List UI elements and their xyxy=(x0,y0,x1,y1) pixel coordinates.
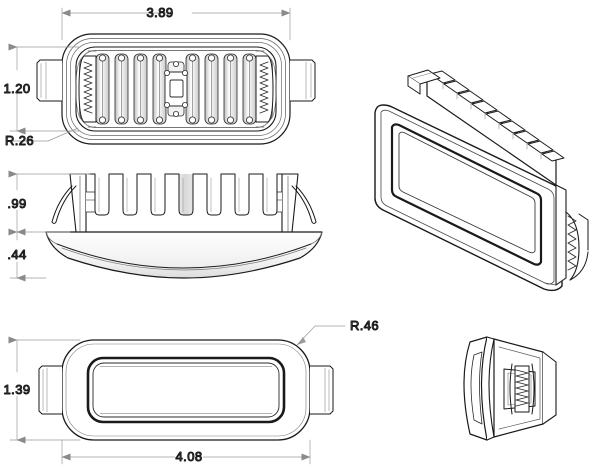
iso-main-top-tab xyxy=(407,69,441,95)
side-view-dimensions xyxy=(8,170,91,282)
dim-label-front-width: 4.08 xyxy=(176,449,203,464)
top-view-grille xyxy=(95,53,257,125)
front-view-right-tab xyxy=(309,365,334,415)
dim-label-side-fin-height: .99 xyxy=(7,196,26,211)
iso-end-spring-clip xyxy=(509,363,535,415)
top-view-left-spring xyxy=(75,50,97,128)
top-view-outer-offset-1 xyxy=(66,38,286,140)
dim-label-top-radius: R.26 xyxy=(5,133,34,148)
top-view-outer-offset-2 xyxy=(70,42,282,136)
top-view-left-tab xyxy=(36,59,63,102)
front-view-left-tab xyxy=(38,365,63,415)
leader-arrow-r46 xyxy=(297,337,306,345)
side-section-view xyxy=(45,173,323,279)
side-view-lens xyxy=(45,231,323,279)
iso-main-lens-inner xyxy=(398,131,536,254)
iso-main-fins xyxy=(429,70,565,162)
top-view-center-boss xyxy=(163,61,188,118)
top-view-right-tab xyxy=(289,59,316,102)
dim-label-front-radius: R.46 xyxy=(350,318,379,333)
front-view xyxy=(38,339,334,441)
iso-main-spring-clip xyxy=(565,211,589,281)
iso-end-lens-plate xyxy=(463,336,495,441)
leader-line-r26 xyxy=(9,127,79,142)
dim-label-front-height: 1.39 xyxy=(4,382,31,397)
front-view-lens-window-inner xyxy=(92,362,280,418)
iso-main-fin-shadows xyxy=(442,82,542,160)
dim-label-top-width: 3.89 xyxy=(147,5,174,20)
top-view-right-spring xyxy=(255,50,277,128)
isometric-main-view xyxy=(374,69,589,292)
dim-label-side-lens-height: .44 xyxy=(7,247,26,262)
iso-main-end-cap xyxy=(544,184,567,286)
side-view-heat-sink-fins xyxy=(87,173,283,216)
dim-label-top-height: 1.20 xyxy=(4,81,31,96)
front-view-outer-offset xyxy=(65,343,307,437)
top-view-dimensions xyxy=(8,7,291,142)
iso-main-bezel-offset xyxy=(380,109,555,285)
isometric-end-view xyxy=(463,336,557,441)
top-view xyxy=(36,33,316,145)
front-view-dimensions xyxy=(8,325,346,465)
